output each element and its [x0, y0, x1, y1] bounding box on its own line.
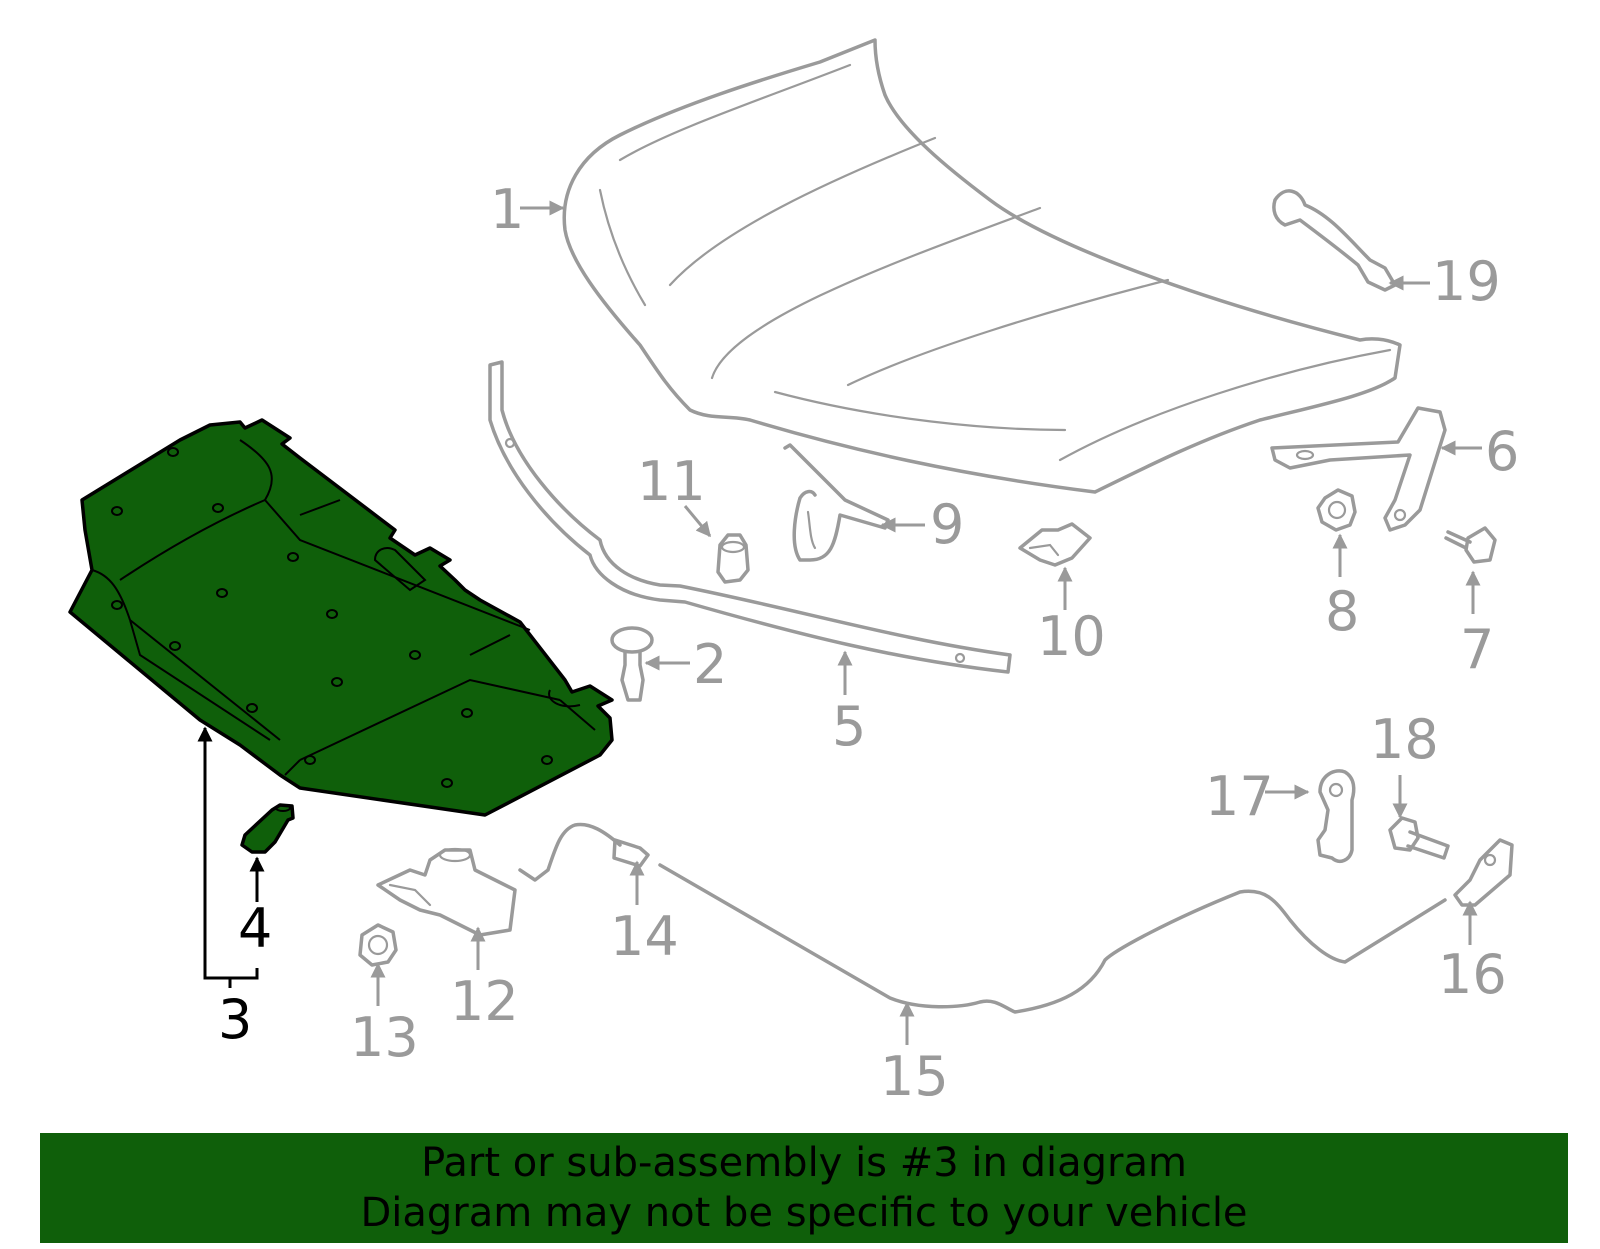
release-cable-part[interactable] [658, 863, 1447, 1014]
callout-11: 11 [637, 450, 706, 513]
hood-lock-part[interactable] [376, 847, 517, 937]
callout-9: 9 [930, 493, 964, 556]
clip-4-part-highlighted[interactable] [240, 803, 295, 854]
bumper-11-part[interactable] [716, 533, 750, 584]
hinge-part[interactable] [1270, 406, 1447, 532]
callout-18: 18 [1370, 708, 1439, 771]
callout-14: 14 [610, 905, 679, 968]
nut-8-part[interactable] [1316, 488, 1357, 532]
callout-3: 3 [218, 988, 252, 1051]
callout-16: 16 [1438, 943, 1507, 1006]
callout-5: 5 [832, 695, 866, 758]
info-banner: Part or sub-assembly is #3 in diagram Di… [40, 1133, 1568, 1243]
cable-end-part[interactable] [518, 822, 650, 882]
safety-hook-part[interactable] [783, 443, 890, 562]
lock-16-part[interactable] [1453, 838, 1514, 907]
support-rod-part[interactable] [1272, 189, 1397, 292]
leader-lines [197, 200, 1482, 1045]
callout-17: 17 [1205, 765, 1274, 828]
callout-labels: 1 2 3 4 5 6 7 8 9 10 11 12 13 14 15 16 1… [218, 178, 1519, 1108]
callout-6: 6 [1485, 420, 1519, 483]
callout-13: 13 [350, 1006, 419, 1069]
callout-10: 10 [1037, 605, 1106, 668]
callout-19: 19 [1432, 250, 1501, 313]
callout-1: 1 [490, 178, 524, 241]
hood-insulator-part-highlighted[interactable] [68, 418, 614, 817]
callout-2: 2 [693, 633, 727, 696]
clip-2-part[interactable] [610, 626, 654, 702]
bolt-7-part[interactable] [1444, 526, 1497, 564]
banner-line-part-number: Part or sub-assembly is #3 in diagram [421, 1140, 1187, 1186]
callout-8: 8 [1325, 580, 1359, 643]
callout-4: 4 [238, 897, 272, 960]
hood-seal-part[interactable] [488, 360, 1012, 674]
release-handle-part[interactable] [1316, 769, 1356, 863]
banner-line-disclaimer: Diagram may not be specific to your vehi… [360, 1190, 1248, 1236]
callout-7: 7 [1460, 618, 1494, 681]
callout-15: 15 [880, 1045, 949, 1108]
callout-12: 12 [450, 970, 519, 1033]
hood-part[interactable] [562, 38, 1402, 494]
bolt-18-part[interactable] [1388, 816, 1450, 860]
bracket-10-part[interactable] [1018, 522, 1092, 567]
nut-13-part[interactable] [358, 923, 398, 967]
